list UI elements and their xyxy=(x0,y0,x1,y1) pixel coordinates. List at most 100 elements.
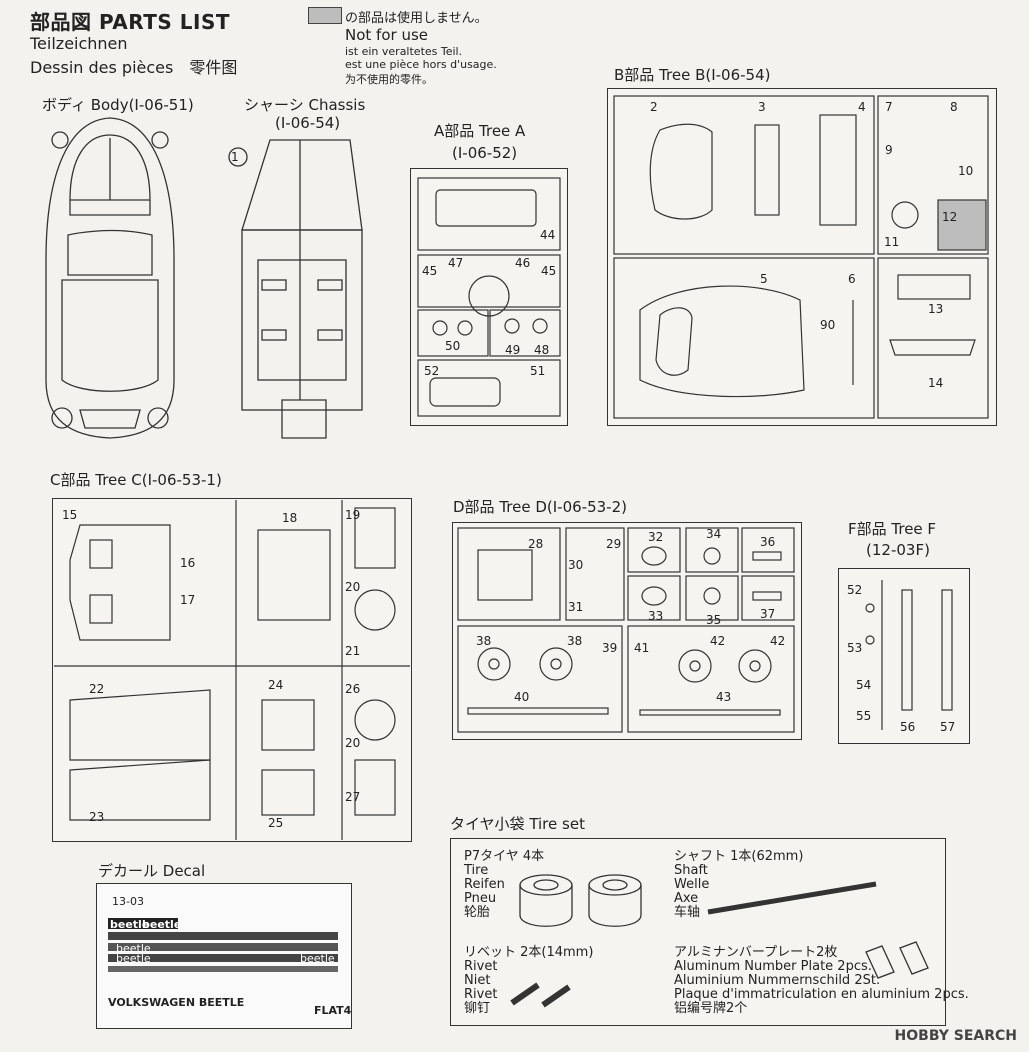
part-number-41: 41 xyxy=(634,641,650,655)
part-number-52b: 52 xyxy=(847,583,863,597)
part-number-38b: 38 xyxy=(567,634,583,648)
tire-de: Reifen xyxy=(464,877,505,892)
part-number-6: 6 xyxy=(848,272,856,286)
decal-label: デカール Decal xyxy=(98,862,206,880)
shaft-jp: シャフト 1本(62mm) xyxy=(674,849,804,864)
rivet-text: リベット 2本(14mm) Rivet Niet Rivet 铆钉 xyxy=(464,946,593,1016)
tree-f-frame xyxy=(838,568,970,744)
decal-text: VOLKSWAGEN BEETLE xyxy=(108,996,245,1009)
chassis-code: (I-06-54) xyxy=(275,114,341,132)
tree-b-label: B部品 Tree B(I-06-54) xyxy=(614,66,771,84)
shaft-text: シャフト 1本(62mm) Shaft Welle Axe 车轴 xyxy=(674,850,803,920)
part-number-42b: 42 xyxy=(770,634,786,648)
rivet-fr: Rivet xyxy=(464,987,498,1002)
rivet-en: Rivet xyxy=(464,959,498,974)
part-number-45b: 45 xyxy=(541,264,557,278)
legend-jp: の部品は使用しません。 xyxy=(345,11,488,26)
decal-stripe xyxy=(108,932,338,940)
part-number-53: 53 xyxy=(847,641,863,655)
part-number-50: 50 xyxy=(445,339,461,353)
tree-d-frame xyxy=(452,522,802,740)
part-number-15: 15 xyxy=(62,508,78,522)
part-number-33: 33 xyxy=(648,609,664,623)
part-number-16: 16 xyxy=(180,556,196,570)
part-number-21: 21 xyxy=(345,644,361,658)
shaft-cn: 车轴 xyxy=(674,905,701,920)
tire-cn: 轮胎 xyxy=(464,905,491,920)
part-number-17: 17 xyxy=(180,593,196,607)
tree-b-frame xyxy=(607,88,997,426)
rivet-de: Niet xyxy=(464,973,491,988)
decal-text: beetle xyxy=(142,918,182,931)
chassis-label: シャーシ Chassis xyxy=(244,96,366,114)
part-number-12: 12 xyxy=(942,210,958,224)
plate-en: Aluminum Number Plate 2pcs. xyxy=(674,959,872,974)
part-number-1: 1 xyxy=(231,150,239,164)
part-number-42a: 42 xyxy=(710,634,726,648)
watermark: HOBBY SEARCH xyxy=(894,1028,1017,1044)
part-number-45a: 45 xyxy=(422,264,438,278)
part-number-54: 54 xyxy=(856,678,872,692)
part-number-28: 28 xyxy=(528,537,544,551)
part-number-4: 4 xyxy=(858,100,866,114)
plate-fr: Plaque d'immatriculation en aluminium 2p… xyxy=(674,987,969,1002)
decal-text: beetle xyxy=(116,952,151,965)
plate-text: アルミナンバープレート2枚 Aluminum Number Plate 2pcs… xyxy=(674,946,969,1016)
part-number-51: 51 xyxy=(530,364,546,378)
shaft-en: Shaft xyxy=(674,863,708,878)
part-number-52a: 52 xyxy=(424,364,440,378)
part-number-48: 48 xyxy=(534,343,550,357)
tire-set-frame xyxy=(450,838,946,1026)
part-number-30: 30 xyxy=(568,558,584,572)
part-number-34: 34 xyxy=(706,527,722,541)
decal-stripe xyxy=(108,954,338,962)
part-number-43: 43 xyxy=(716,690,732,704)
legend-de: ist ein veraltetes Teil. xyxy=(345,45,463,58)
part-number-29: 29 xyxy=(606,537,622,551)
part-number-55: 55 xyxy=(856,709,872,723)
tree-a-code: (I-06-52) xyxy=(452,144,518,162)
part-number-56: 56 xyxy=(900,720,916,734)
part-number-26: 26 xyxy=(345,682,361,696)
part-number-9: 9 xyxy=(885,143,893,157)
part-number-31: 31 xyxy=(568,600,584,614)
shaft-fr: Axe xyxy=(674,891,699,906)
decal-text: beetle xyxy=(300,952,335,965)
decal-text: beetle xyxy=(110,918,150,931)
tree-a-label: A部品 Tree A xyxy=(434,122,526,140)
tire-text: P7タイヤ 4本 Tire Reifen Pneu 轮胎 xyxy=(464,850,544,920)
tire-jp: P7タイヤ 4本 xyxy=(464,849,545,864)
part-number-8: 8 xyxy=(950,100,958,114)
part-number-3: 3 xyxy=(758,100,766,114)
part-number-40: 40 xyxy=(514,690,530,704)
part-number-90: 90 xyxy=(820,318,836,332)
part-number-32: 32 xyxy=(648,530,664,544)
part-number-44: 44 xyxy=(540,228,556,242)
decal-text: beetle xyxy=(116,942,151,955)
part-number-5: 5 xyxy=(760,272,768,286)
part-number-36: 36 xyxy=(760,535,776,549)
part-number-19: 19 xyxy=(345,508,361,522)
part-number-37: 37 xyxy=(760,607,776,621)
tree-f-label: F部品 Tree F xyxy=(848,520,937,538)
tree-f-code: (12-03F) xyxy=(866,541,930,559)
part-number-11: 11 xyxy=(884,235,900,249)
tire-en: Tire xyxy=(464,863,489,878)
part-number-14: 14 xyxy=(928,376,944,390)
tree-c-label: C部品 Tree C(I-06-53-1) xyxy=(50,471,222,489)
tree-d-label: D部品 Tree D(I-06-53-2) xyxy=(453,498,627,516)
legend-cn: 为不使用的零件。 xyxy=(345,73,433,86)
subtitle-fr-cn: Dessin des pièces 零件图 xyxy=(30,58,238,77)
part-number-20a: 20 xyxy=(345,580,361,594)
part-number-39: 39 xyxy=(602,641,618,655)
legend-fr: est une pièce hors d'usage. xyxy=(345,58,497,71)
subtitle-de: Teilzeichnen xyxy=(30,34,128,53)
part-number-46: 46 xyxy=(515,256,531,270)
page-title: 部品図 PARTS LIST xyxy=(30,10,231,34)
